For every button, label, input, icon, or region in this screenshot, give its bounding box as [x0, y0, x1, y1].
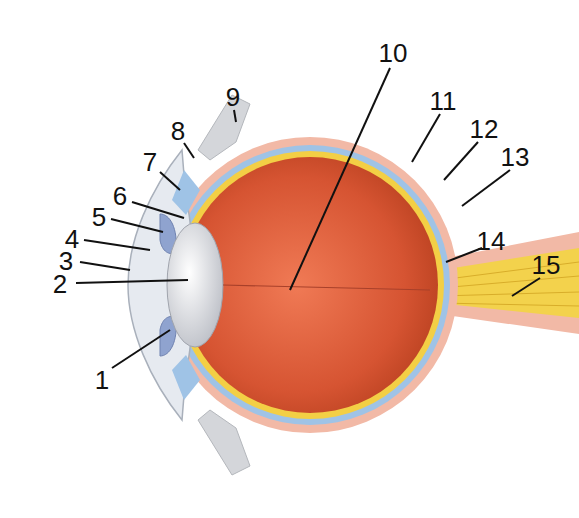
ciliary-body: [172, 170, 200, 215]
eyeball: [180, 137, 458, 433]
optical-axis: [223, 285, 430, 290]
callout-number: 1: [95, 367, 109, 393]
ciliary-body: [172, 355, 200, 400]
callout-number: 13: [501, 144, 530, 170]
callout-number: 4: [65, 226, 79, 252]
callout-number: 14: [477, 228, 506, 254]
callout-number: 12: [470, 116, 499, 142]
callout-number: 5: [92, 204, 106, 230]
callout-number: 8: [171, 118, 185, 144]
lens: [167, 223, 223, 347]
callout-number: 7: [143, 149, 157, 175]
leader-line: [76, 68, 540, 368]
callout-number: 2: [53, 271, 67, 297]
callout-number: 9: [226, 84, 240, 110]
callout-number: 11: [430, 88, 457, 114]
callout-number: 15: [532, 252, 561, 278]
callout-number: 6: [113, 183, 127, 209]
callout-number: 10: [379, 40, 408, 66]
